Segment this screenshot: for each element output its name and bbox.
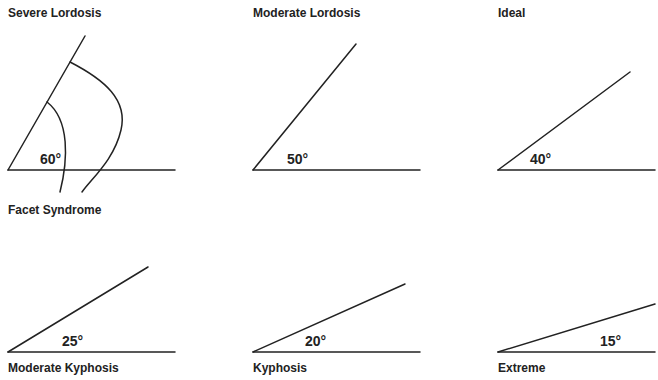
condition-label: Moderate Kyphosis [8,361,119,375]
spine-curve [70,62,122,192]
angle-ray [498,72,630,170]
condition-label: Severe Lordosis [8,6,101,20]
angle-ray [253,284,405,352]
condition-label: Kyphosis [253,361,307,375]
spine-curve [47,102,66,192]
baseline [8,351,175,353]
condition-label: Extreme [498,361,545,375]
angle-ray [8,36,85,170]
angle-value: 50° [287,151,308,167]
angle-ray [8,267,148,352]
baseline [498,351,655,353]
baseline [8,169,175,171]
angle-value: 25° [62,333,83,349]
angle-value: 40° [530,151,551,167]
condition-label: Ideal [498,6,525,20]
angle-ray [253,44,356,170]
baseline [253,169,420,171]
condition-label: Facet Syndrome [8,203,101,217]
baseline [253,351,420,353]
condition-label: Moderate Lordosis [253,6,360,20]
angle-ray [498,304,655,352]
angle-value: 20° [305,333,326,349]
angle-value: 60° [40,151,61,167]
angle-value: 15° [600,333,621,349]
baseline [498,169,655,171]
